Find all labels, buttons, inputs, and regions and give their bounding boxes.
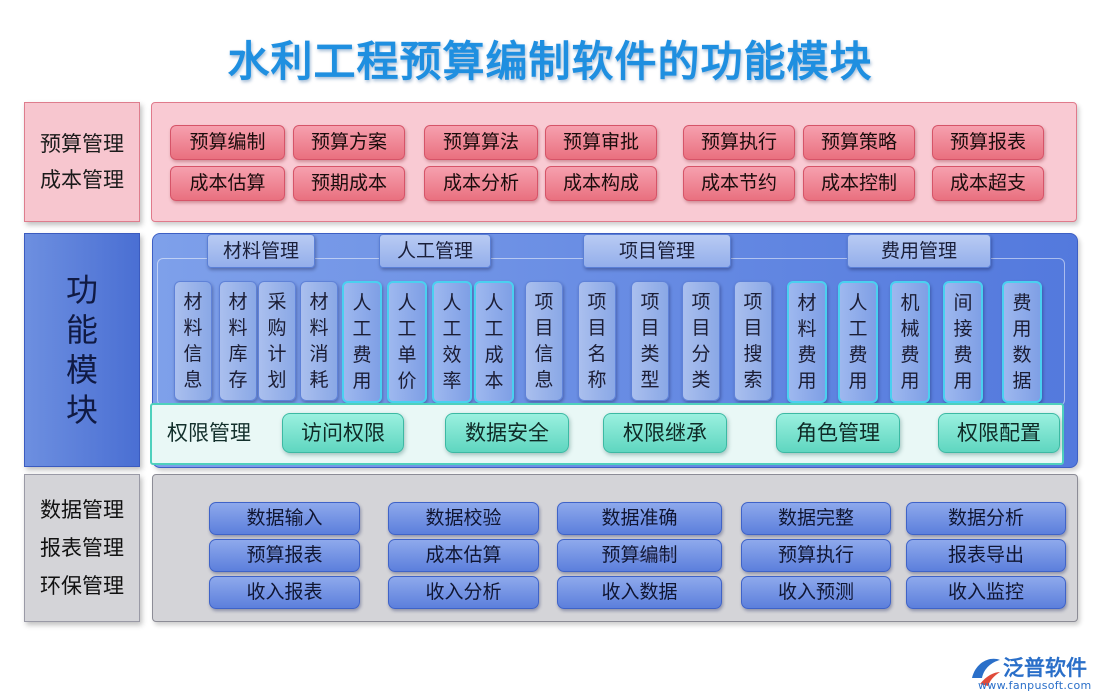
fanpu-logo-icon bbox=[972, 658, 1000, 686]
budget-label-2: 成本管理 bbox=[40, 168, 124, 192]
page-title: 水利工程预算编制软件的功能模块 bbox=[227, 37, 873, 86]
function-section-label: 功 能 模 块 bbox=[24, 233, 140, 467]
module-cell[interactable]: 间接费用 bbox=[943, 281, 983, 403]
category-materials[interactable]: 材料管理 bbox=[207, 234, 315, 268]
permission-item-button[interactable]: 角色管理 bbox=[776, 413, 900, 453]
budget-item-button[interactable]: 预期成本 bbox=[293, 166, 405, 201]
data-item-button[interactable]: 成本估算 bbox=[388, 539, 539, 572]
logo-url: www.fanpusoft.com bbox=[978, 679, 1092, 692]
budget-item-button[interactable]: 预算方案 bbox=[293, 125, 405, 160]
data-item-button[interactable]: 预算执行 bbox=[741, 539, 891, 572]
module-cell[interactable]: 人工成本 bbox=[474, 281, 514, 403]
module-cell[interactable]: 项目搜索 bbox=[734, 281, 772, 401]
logo-name: 泛普软件 bbox=[1003, 656, 1087, 680]
budget-item-button[interactable]: 成本分析 bbox=[424, 166, 538, 201]
budget-panel bbox=[151, 102, 1077, 222]
data-item-button[interactable]: 数据准确 bbox=[557, 502, 722, 535]
budget-item-button[interactable]: 成本估算 bbox=[170, 166, 285, 201]
data-item-button[interactable]: 预算报表 bbox=[209, 539, 360, 572]
data-label-3: 环保管理 bbox=[40, 574, 124, 598]
data-item-button[interactable]: 收入报表 bbox=[209, 576, 360, 609]
data-item-button[interactable]: 报表导出 bbox=[906, 539, 1066, 572]
budget-item-button[interactable]: 成本节约 bbox=[683, 166, 795, 201]
permission-item-button[interactable]: 访问权限 bbox=[282, 413, 404, 453]
data-item-button[interactable]: 收入预测 bbox=[741, 576, 891, 609]
data-item-button[interactable]: 数据输入 bbox=[209, 502, 360, 535]
watermark: 泛普软件 bbox=[632, 550, 676, 563]
module-cell[interactable]: 项目名称 bbox=[578, 281, 616, 401]
data-item-button[interactable]: 收入监控 bbox=[906, 576, 1066, 609]
permission-item-button[interactable]: 权限继承 bbox=[603, 413, 727, 453]
permission-item-button[interactable]: 数据安全 bbox=[445, 413, 569, 453]
module-cell[interactable]: 人工费用 bbox=[342, 281, 382, 403]
module-cell[interactable]: 项目信息 bbox=[525, 281, 563, 401]
module-cell[interactable]: 人工费用 bbox=[838, 281, 878, 403]
function-label-char-2: 能 bbox=[65, 311, 98, 349]
data-item-button[interactable]: 收入分析 bbox=[388, 576, 539, 609]
budget-item-button[interactable]: 预算报表 bbox=[932, 125, 1044, 160]
category-labor[interactable]: 人工管理 bbox=[379, 234, 491, 268]
budget-item-button[interactable]: 成本控制 bbox=[803, 166, 915, 201]
module-cell[interactable]: 项目类型 bbox=[631, 281, 669, 401]
data-item-button[interactable]: 数据分析 bbox=[906, 502, 1066, 535]
function-label-char-3: 模 bbox=[65, 351, 98, 389]
category-projects[interactable]: 项目管理 bbox=[583, 234, 731, 268]
permission-label: 权限管理 bbox=[167, 421, 251, 445]
budget-item-button[interactable]: 成本构成 bbox=[545, 166, 657, 201]
data-item-button[interactable]: 收入数据 bbox=[557, 576, 722, 609]
module-cell[interactable]: 机械费用 bbox=[890, 281, 930, 403]
budget-item-button[interactable]: 预算执行 bbox=[683, 125, 795, 160]
data-label-1: 数据管理 bbox=[40, 498, 124, 522]
budget-item-button[interactable]: 预算编制 bbox=[170, 125, 285, 160]
module-cell[interactable]: 人工效率 bbox=[432, 281, 472, 403]
budget-item-button[interactable]: 预算算法 bbox=[424, 125, 538, 160]
module-cell[interactable]: 人工单价 bbox=[387, 281, 427, 403]
function-label-char-4: 块 bbox=[65, 391, 98, 429]
module-cell[interactable]: 材料信息 bbox=[174, 281, 212, 401]
data-label-2: 报表管理 bbox=[40, 536, 124, 560]
module-cell[interactable]: 费用数据 bbox=[1002, 281, 1042, 403]
module-cell[interactable]: 采购计划 bbox=[258, 281, 296, 401]
module-cell[interactable]: 项目分类 bbox=[682, 281, 720, 401]
category-expenses[interactable]: 费用管理 bbox=[847, 234, 991, 268]
budget-item-button[interactable]: 预算策略 bbox=[803, 125, 915, 160]
module-cell[interactable]: 材料费用 bbox=[787, 281, 827, 403]
module-cell[interactable]: 材料库存 bbox=[219, 281, 257, 401]
data-section-label: 数据管理 报表管理 环保管理 bbox=[24, 474, 140, 622]
function-label-char-1: 功 bbox=[65, 271, 98, 309]
data-item-button[interactable]: 数据完整 bbox=[741, 502, 891, 535]
budget-item-button[interactable]: 预算审批 bbox=[545, 125, 657, 160]
budget-label-1: 预算管理 bbox=[40, 132, 124, 156]
data-item-button[interactable]: 数据校验 bbox=[388, 502, 539, 535]
budget-item-button[interactable]: 成本超支 bbox=[932, 166, 1044, 201]
permission-item-button[interactable]: 权限配置 bbox=[938, 413, 1060, 453]
data-item-button[interactable]: 预算编制 bbox=[557, 539, 722, 572]
module-cell[interactable]: 材料消耗 bbox=[300, 281, 338, 401]
budget-section-label: 预算管理 成本管理 bbox=[24, 102, 140, 222]
